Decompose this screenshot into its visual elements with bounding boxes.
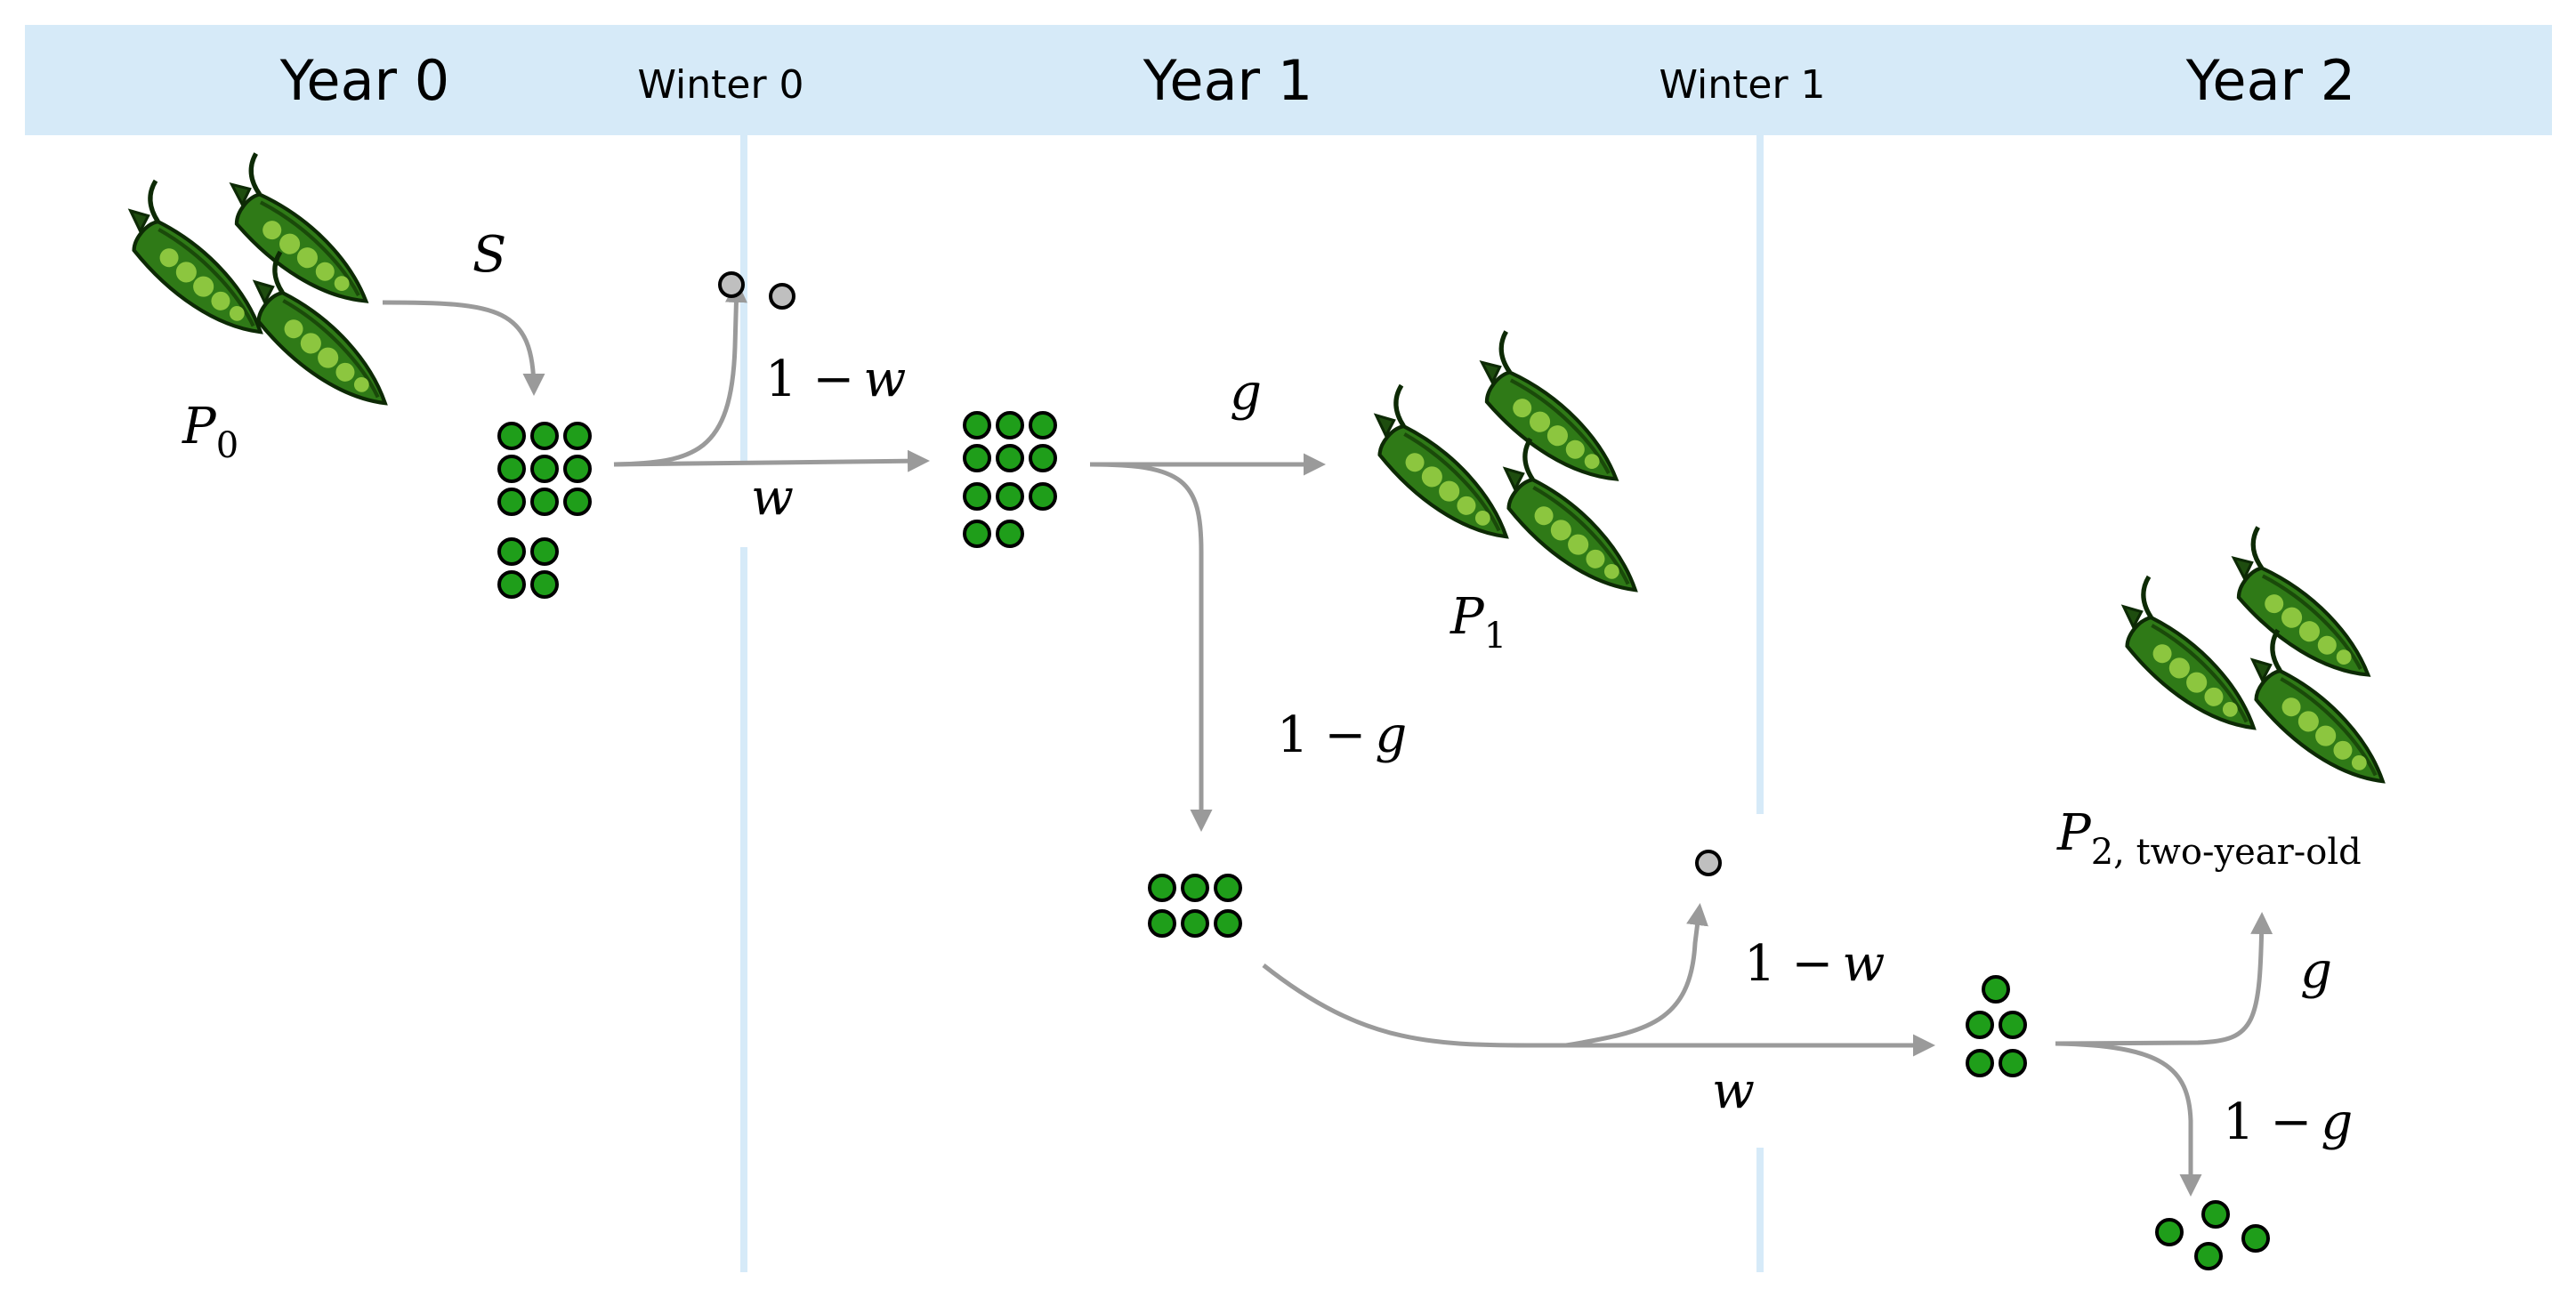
header-year-1: Year 1 [1143,48,1312,113]
pea-pod-icon [2213,528,2398,694]
seed-icon [1029,444,1057,472]
seed-icon [497,488,526,516]
lost-seeds-winter0 [718,271,795,310]
pea-pod-group-p0 [109,154,416,422]
seed-icon [1966,1011,1994,1039]
arrow-1mg-year2 [2055,1041,2202,1197]
label-w-year1: w [1712,1062,1755,1120]
dead-seed-icon [769,283,795,310]
pea-pod-group-p1 [1354,332,1666,609]
arrow-1mw-year1 [1565,903,1708,1048]
seed-icon [2201,1200,2230,1229]
seed-icon [563,455,592,483]
pea-pod-group-p2 [2102,528,2413,800]
seed-bank-year0 [497,422,592,599]
label-1-minus-g-year2: 1 −g [2223,1093,2353,1151]
seed-icon [1181,874,1209,902]
seed-bank-year1 [963,411,1057,548]
label-w-year0: w [751,469,794,527]
seed-icon [530,422,559,450]
seed-icon [1029,411,1057,439]
header-year-0: Year 0 [279,48,449,113]
seed-icon [1982,975,2010,1004]
seed-icon [530,537,559,566]
label-P1: P1 [1450,588,1506,657]
seed-icon [530,570,559,599]
arrow-S [382,300,545,396]
seed-icon [1214,909,1242,938]
seed-icon [996,482,1024,511]
seed-icon [563,488,592,516]
seed-icon [1148,909,1176,938]
seed-bank-year2 [1966,975,2027,1077]
label-1-minus-w-year1: 1 −w [1744,935,1885,993]
seed-icon [1999,1011,2027,1039]
label-1-minus-w-year0: 1 −w [765,351,906,408]
label-1-minus-g-year1: 1 −g [1277,706,1407,764]
arrow-1mg-year1 [1089,462,1213,832]
header-winter-0: Winter 0 [637,62,803,108]
arrow-w-year0 [613,449,930,472]
seed-icon [1181,909,1209,938]
seed-icon [1148,874,1176,902]
seed-icon [497,455,526,483]
seed-icon [2241,1224,2270,1253]
label-g-year2: g [2300,942,2332,1000]
seed-icon [963,482,991,511]
seed-icon [996,411,1024,439]
header-winter-1: Winter 1 [1659,62,1825,108]
dead-seed-icon [1695,850,1722,876]
seed-icon [497,422,526,450]
seed-icon [497,537,526,566]
seed-icon [963,520,991,548]
seed-icon [1214,874,1242,902]
seed-icon [996,444,1024,472]
seed-icon [497,570,526,599]
seed-icon [563,422,592,450]
seed-icon [2194,1242,2223,1270]
seed-icon [963,411,991,439]
arrow-1mw-year0 [613,280,747,467]
seed-icon [1029,482,1057,511]
label-S: S [472,226,506,284]
seed-icon [530,488,559,516]
seed-icon [2155,1218,2184,1246]
seed-bank-year1-dormant [1148,874,1242,938]
seed-icon [996,520,1024,548]
seed-icon [963,444,991,472]
arrow-g-year2 [2055,912,2273,1046]
dead-seed-icon [718,271,745,298]
seed-bank-year2-remaining [2155,1200,2270,1270]
lost-seeds-winter1 [1695,850,1722,876]
pea-pod-icon [1461,332,1646,498]
seed-icon [1966,1049,1994,1077]
label-P0: P0 [182,398,238,466]
seed-icon [1999,1049,2027,1077]
header-year-2: Year 2 [2185,48,2355,113]
header-band [25,25,2552,135]
label-P2-two-year-old: P2, two-year-old [2056,804,2362,873]
arrow-w-year1 [1262,963,1935,1057]
seed-icon [530,455,559,483]
label-g-year1: g [1230,364,1262,422]
